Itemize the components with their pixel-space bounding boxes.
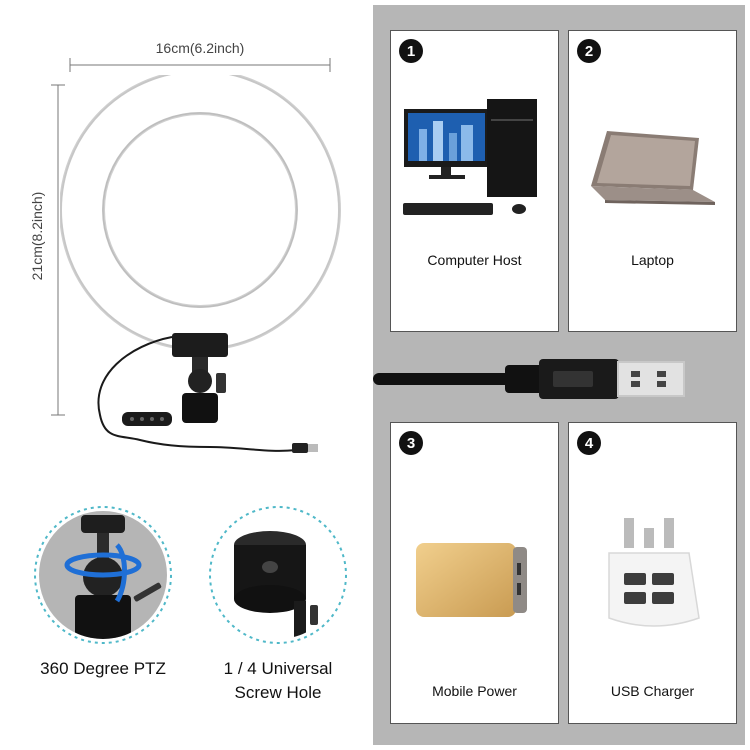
width-label: 16cm(6.2inch): [155, 40, 245, 56]
height-label: 21cm(8.2inch): [29, 191, 45, 281]
usb-cable-image: [373, 359, 685, 399]
card-laptop: 2 Laptop: [568, 30, 737, 332]
badge-2: 2: [577, 39, 601, 63]
ring-light-image: [60, 75, 341, 453]
card-computer-host: 1 Computer Host: [390, 30, 559, 332]
badge-4: 4: [577, 431, 601, 455]
width-dimension-line: [69, 58, 331, 72]
card-usb-charger: 4 USB Charger: [568, 422, 737, 724]
mobile-power-image: [416, 543, 527, 617]
mobile-power-label: Mobile Power: [432, 683, 517, 699]
feature-360-ptz: 360 Degree PTZ: [18, 505, 188, 705]
height-dimension-line: [51, 84, 65, 416]
laptop-image: [591, 131, 715, 205]
ptz-detail-image: [34, 506, 172, 644]
power-sources-panel: 1 Computer Host 2 Laptop: [373, 5, 745, 745]
product-area: 16cm(6.2inch) 21cm(8.2inch): [0, 0, 370, 500]
computer-host-image: [403, 99, 537, 215]
badge-3: 3: [399, 431, 423, 455]
screw-hole-detail-image: [209, 506, 347, 644]
laptop-label: Laptop: [631, 252, 674, 268]
screw-hole-label-line2: Screw Hole: [234, 683, 322, 702]
usb-charger-image: [608, 518, 700, 627]
badge-1: 1: [399, 39, 423, 63]
card-mobile-power: 3 Mobile Power: [390, 422, 559, 724]
usb-charger-label: USB Charger: [610, 683, 695, 699]
screw-hole-label-line1: 1 / 4 Universal: [223, 659, 333, 678]
ptz-label: 360 Degree PTZ: [40, 659, 166, 678]
feature-screw-hole: 1 / 4 Universal Screw Hole: [188, 505, 368, 715]
computer-host-label: Computer Host: [427, 252, 522, 268]
